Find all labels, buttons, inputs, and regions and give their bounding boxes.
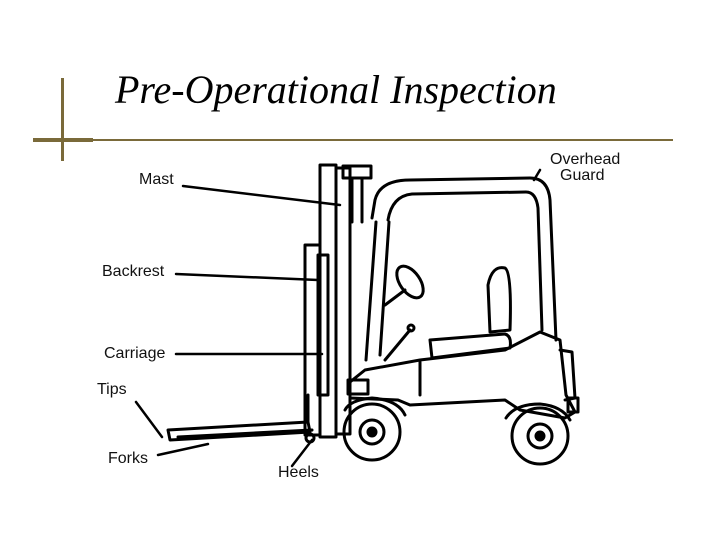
- forks-shape: [166, 393, 316, 444]
- tips-leader: [134, 400, 164, 439]
- forks-leader: [156, 442, 210, 457]
- decor-vertical-bar: [61, 78, 64, 161]
- backrest-leader: [174, 272, 320, 282]
- label-guard: Guard: [560, 167, 605, 184]
- mast-leader: [181, 184, 342, 207]
- label-overhead: Overhead: [550, 151, 621, 168]
- label-forks: Forks: [108, 450, 148, 467]
- label-mast: Mast: [139, 171, 174, 188]
- label-carriage: Carriage: [104, 345, 166, 362]
- heels-leader: [290, 438, 314, 468]
- rear-wheel-shape: [504, 402, 572, 466]
- body-shape: [346, 330, 580, 420]
- label-heels: Heels: [278, 464, 319, 481]
- front-wheel-shape: [342, 396, 407, 462]
- seat-shape: [428, 266, 512, 360]
- decor-horizontal-rule: [33, 139, 673, 141]
- guard-leader: [532, 168, 542, 182]
- label-tips: Tips: [97, 381, 127, 398]
- slide-title: Pre-Operational Inspection: [115, 67, 557, 112]
- leader-lines: [134, 168, 542, 468]
- label-backrest: Backrest: [102, 263, 165, 280]
- steering-wheel-shape: [383, 264, 425, 307]
- decor-horizontal-accent: [33, 138, 93, 142]
- overhead-guard-shape: [364, 176, 558, 362]
